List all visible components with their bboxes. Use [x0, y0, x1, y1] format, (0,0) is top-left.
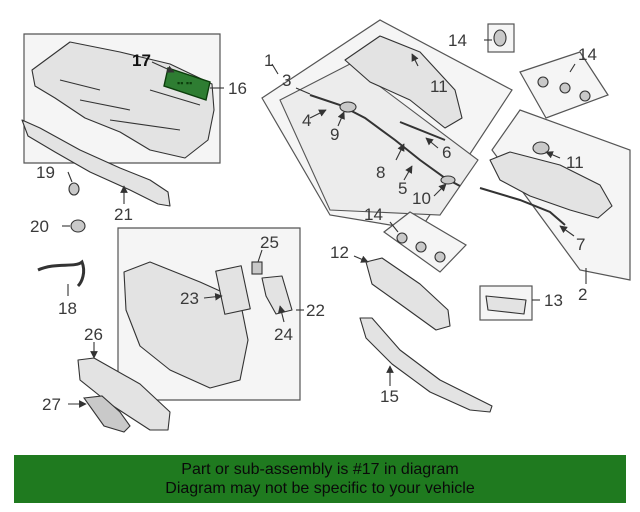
callout-5: 5: [398, 179, 407, 198]
callout-22: 22: [306, 301, 325, 320]
callout-18: 18: [58, 299, 77, 318]
callout-14-mid: 14: [364, 205, 383, 224]
cowl-top-panel: [344, 35, 463, 129]
leader-1: [271, 63, 279, 75]
callout-14-right: 14: [578, 45, 597, 64]
clip-14-d: [396, 232, 408, 244]
callout-14-top: 14: [448, 31, 467, 50]
callout-11a: 11: [430, 77, 448, 96]
leader-17: [151, 61, 175, 73]
clip-25: [251, 261, 263, 275]
dash-upper-detail: [59, 79, 201, 131]
wiper-pivot-2: [440, 175, 456, 185]
leader-25: [257, 249, 263, 263]
callout-19: 19: [36, 163, 55, 182]
leader-5: [403, 165, 413, 181]
clip-14-b: [559, 82, 571, 94]
hose-18: [37, 259, 86, 288]
wiper-arm: [399, 121, 446, 141]
clip-19: [68, 182, 80, 196]
seal-27: [83, 395, 131, 433]
clip-14-f: [434, 251, 446, 263]
callout-15: 15: [380, 387, 399, 406]
leader-10: [433, 183, 447, 197]
callout-12: 12: [330, 243, 349, 262]
bracket-13: [485, 295, 527, 315]
cowl-cover-26: [77, 357, 171, 431]
callout-10: 10: [412, 189, 431, 208]
part-17-mark: ▪▪ ▪▪: [177, 78, 192, 88]
callout-9: 9: [330, 125, 339, 144]
callout-1: 1: [264, 51, 273, 70]
callout-11b: 11: [566, 153, 584, 172]
banner-line-1: Part or sub-assembly is #17 in diagram: [181, 461, 459, 478]
leader-8: [395, 143, 405, 161]
insulator-part-17[interactable]: [163, 67, 211, 101]
leader-11b: [545, 151, 561, 159]
callout-26: 26: [84, 325, 103, 344]
clip-14-e: [415, 241, 427, 253]
banner-line-2: Diagram may not be specific to your vehi…: [165, 480, 475, 497]
callout-13: 13: [544, 291, 563, 310]
info-banner: Part or sub-assembly is #17 in diagram D…: [14, 455, 626, 503]
callout-3: 3: [282, 71, 291, 90]
leader-9: [337, 111, 345, 127]
callout-8: 8: [376, 163, 385, 182]
grommet-11b: [532, 141, 550, 155]
callout-23: 23: [180, 289, 199, 308]
cowl-lower-15: [359, 317, 493, 413]
leader-11a: [411, 53, 419, 67]
callout-4: 4: [302, 111, 311, 130]
leader-6: [425, 137, 439, 149]
leader-24: [277, 305, 286, 323]
callout-7: 7: [576, 235, 585, 254]
callout-27: 27: [42, 395, 61, 414]
callout-24: 24: [274, 325, 293, 344]
leader-23: [203, 292, 223, 301]
callout-6: 6: [442, 143, 451, 162]
wiper-pivot: [339, 101, 357, 113]
clip-14-a: [537, 76, 549, 88]
callout-20: 20: [30, 217, 49, 236]
clip-14-top: [493, 29, 507, 47]
leader-14-mid: [389, 221, 399, 233]
cowl-bar-21: [21, 119, 171, 207]
callout-25: 25: [260, 233, 279, 252]
leader-7: [559, 225, 575, 237]
leader-14-right: [569, 63, 576, 73]
callout-17: 17: [132, 51, 151, 70]
callout-21: 21: [114, 205, 133, 224]
leader-12: [353, 255, 369, 263]
callout-16: 16: [228, 79, 247, 98]
cowl-grille-12: [365, 257, 451, 331]
clamp-20: [70, 219, 86, 233]
callout-2: 2: [578, 285, 587, 304]
clip-14-c: [579, 90, 591, 102]
leader-3: [295, 87, 311, 95]
bracket-23: [215, 265, 251, 315]
cowl-side-panel: [489, 151, 613, 219]
weatherstrip-7: [479, 187, 566, 226]
leader-19: [67, 171, 73, 183]
leader-4: [309, 109, 327, 119]
